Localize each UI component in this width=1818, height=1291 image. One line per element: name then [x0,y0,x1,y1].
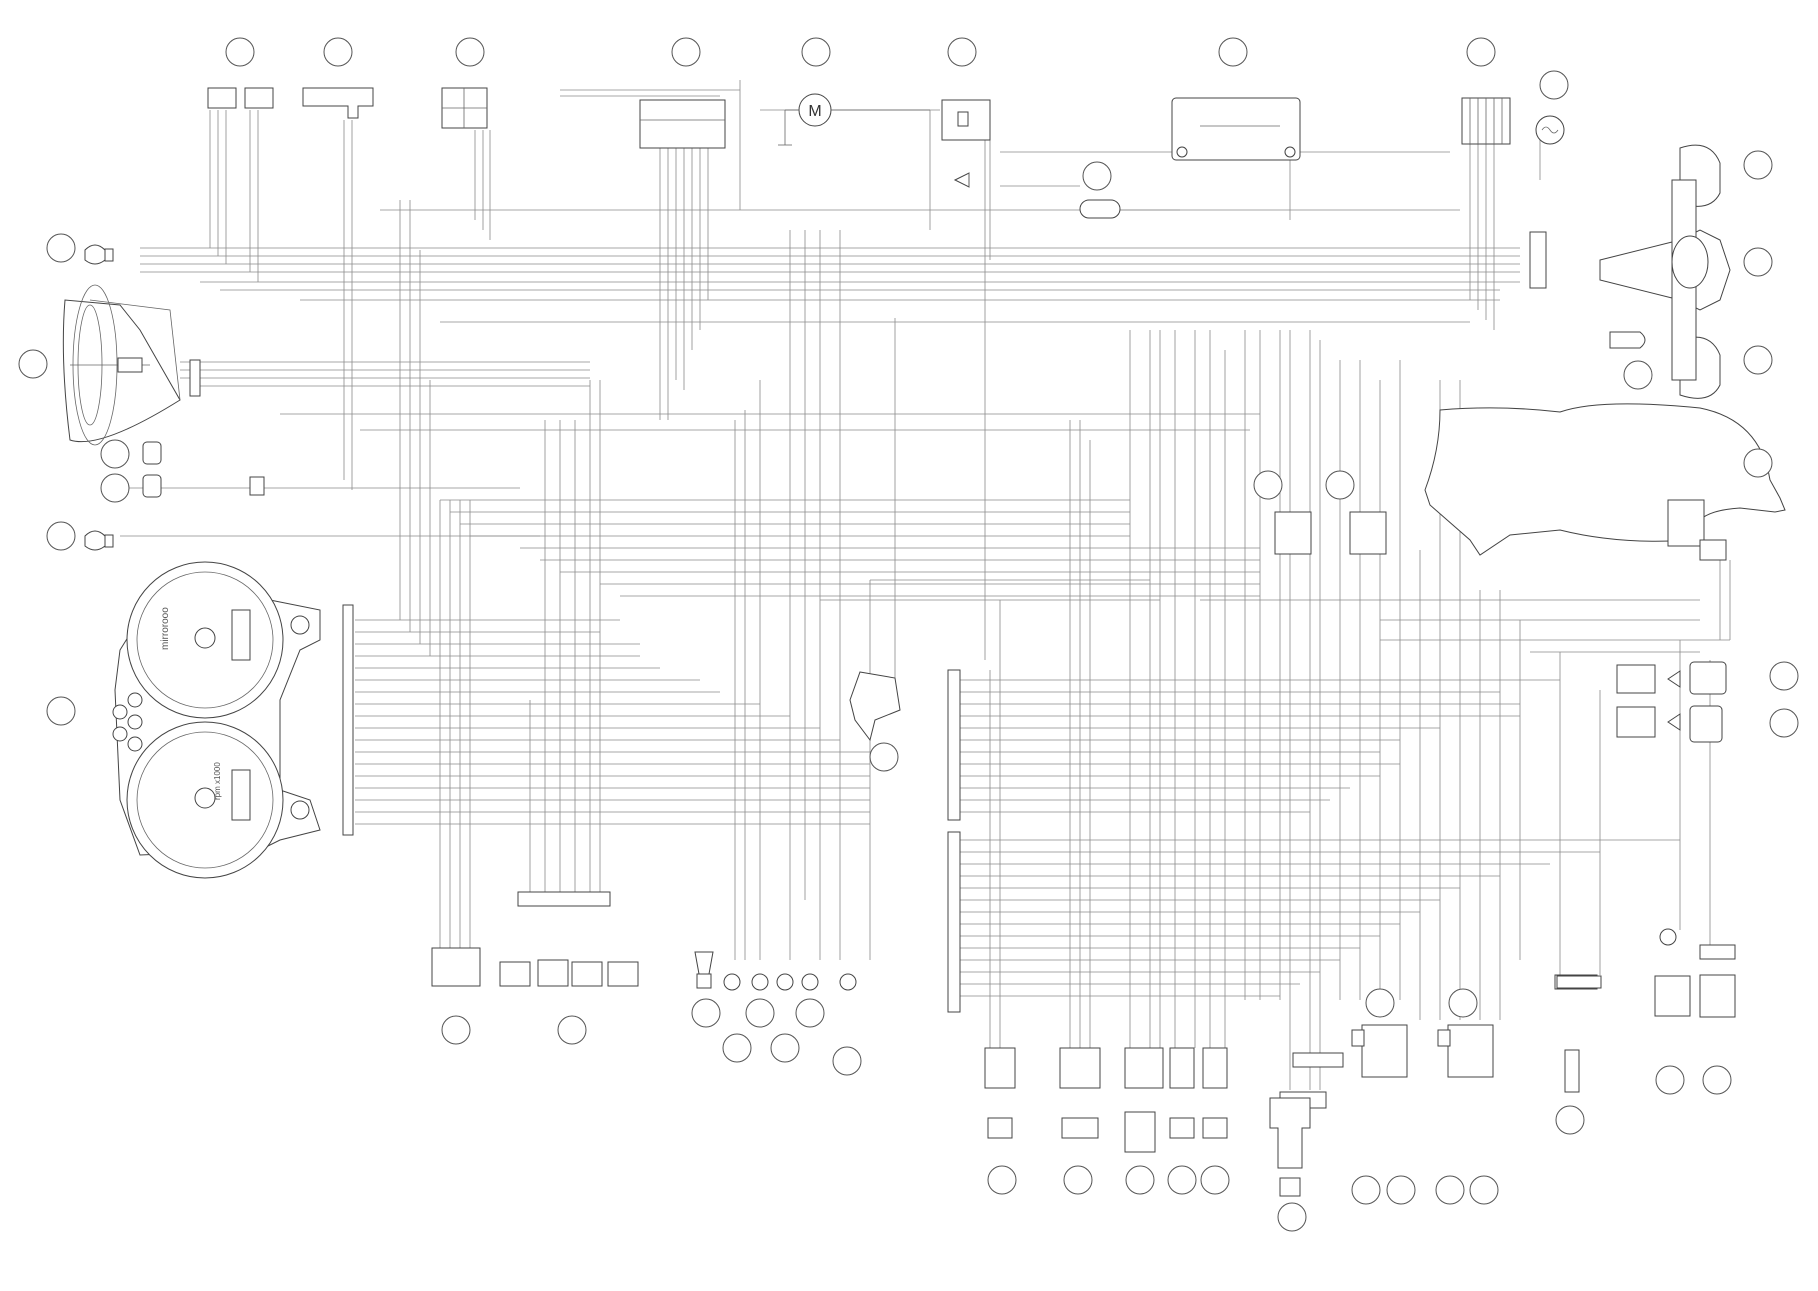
callout-circle-5 [801,37,831,67]
ignition-coils [1351,1024,1494,1078]
callout-circle-3 [455,37,485,67]
callout-circle-29 [691,998,721,1028]
callout-circles [18,37,1799,1232]
callout-circle-19 [1743,345,1773,375]
callout-circle-4 [671,37,701,67]
callout-circle-20 [1623,360,1653,390]
alternator [1535,115,1565,145]
battery [1171,97,1301,161]
cluster-brand-text: mirrorooo [160,607,171,650]
right-sensor-pair [1616,661,1727,743]
temperature-sensor [1554,974,1598,1093]
starter-motor: M [778,93,930,146]
callout-circle-21 [1743,448,1773,478]
callout-circle-15 [46,521,76,551]
callout-circle-27 [441,1015,471,1045]
left-bulb-bottom [84,530,114,551]
callout-circle-23 [1325,470,1355,500]
callout-circle-47 [1555,1105,1585,1135]
bottom-ecu-sensors [984,1047,1228,1153]
callout-circle-32 [722,1033,752,1063]
bottom-sensors [694,951,857,991]
callout-circle-45 [1435,1175,1465,1205]
callout-circle-36 [1063,1165,1093,1195]
connector-strip-ecu-2 [947,831,961,1013]
callout-circle-16 [46,696,76,726]
tail-light-assembly [1529,144,1731,399]
callout-circle-2 [323,37,353,67]
callout-circle-39 [1200,1165,1230,1195]
cluster-scale-text: rpm x1000 [213,762,222,800]
callout-circle-22 [1253,470,1283,500]
top-switch-group-3 [441,87,488,129]
callout-circle-30 [745,998,775,1028]
callout-circle-46 [1469,1175,1499,1205]
callout-circle-11 [46,233,76,263]
headlight [62,284,201,446]
callout-circle-31 [795,998,825,1028]
callout-circle-18 [1743,247,1773,277]
callout-circle-6 [947,37,977,67]
callout-circle-14 [100,473,130,503]
fuel-tank [1424,403,1786,561]
callout-circle-1 [225,37,255,67]
fuel-injector [1269,1091,1327,1197]
callout-circle-17 [1743,150,1773,180]
callout-circle-43 [1351,1175,1381,1205]
bottom-plug-group [1292,975,1602,1068]
callout-circle-10 [1082,161,1112,191]
speed-sensors-bottom [1654,928,1736,1018]
callout-circle-9 [1539,70,1569,100]
callout-circle-33 [770,1033,800,1063]
callout-circle-12 [18,349,48,379]
callout-circle-48 [1655,1065,1685,1095]
ignition-switch [639,99,726,149]
top-switch-group-1 [207,87,274,109]
left-bulb-top [84,244,114,265]
callout-circle-24 [1769,661,1799,691]
left-switch-pair [142,441,265,498]
motor-label: M [808,103,821,120]
relay-pair-right [1274,511,1387,555]
callout-circle-7 [1218,37,1248,67]
callout-circle-49 [1702,1065,1732,1095]
bottom-connector-row [517,891,611,907]
voltage-regulator [1461,97,1511,145]
side-stand-switch [849,671,901,742]
connector-strip-left [342,604,354,836]
starter-relay [941,99,991,188]
callout-circle-38 [1167,1165,1197,1195]
connector-strip-ecu-1 [947,669,961,821]
callout-circle-28 [557,1015,587,1045]
callout-circle-8 [1466,37,1496,67]
callout-circle-40 [1277,1202,1307,1232]
harness-wires [120,80,1731,1090]
callout-circle-25 [1769,708,1799,738]
top-switch-group-2 [302,87,374,119]
callout-circle-26 [869,742,899,772]
instrument-cluster: mirrorooo rpm x1000 [112,561,321,879]
callout-circle-44 [1386,1175,1416,1205]
bottom-left-module [431,947,639,987]
callout-circle-37 [1125,1165,1155,1195]
main-fuse [1079,199,1121,219]
callout-circle-35 [987,1165,1017,1195]
callout-circle-34 [832,1046,862,1076]
callout-circle-41 [1365,988,1395,1018]
callout-circle-42 [1448,988,1478,1018]
callout-circle-13 [100,439,130,469]
